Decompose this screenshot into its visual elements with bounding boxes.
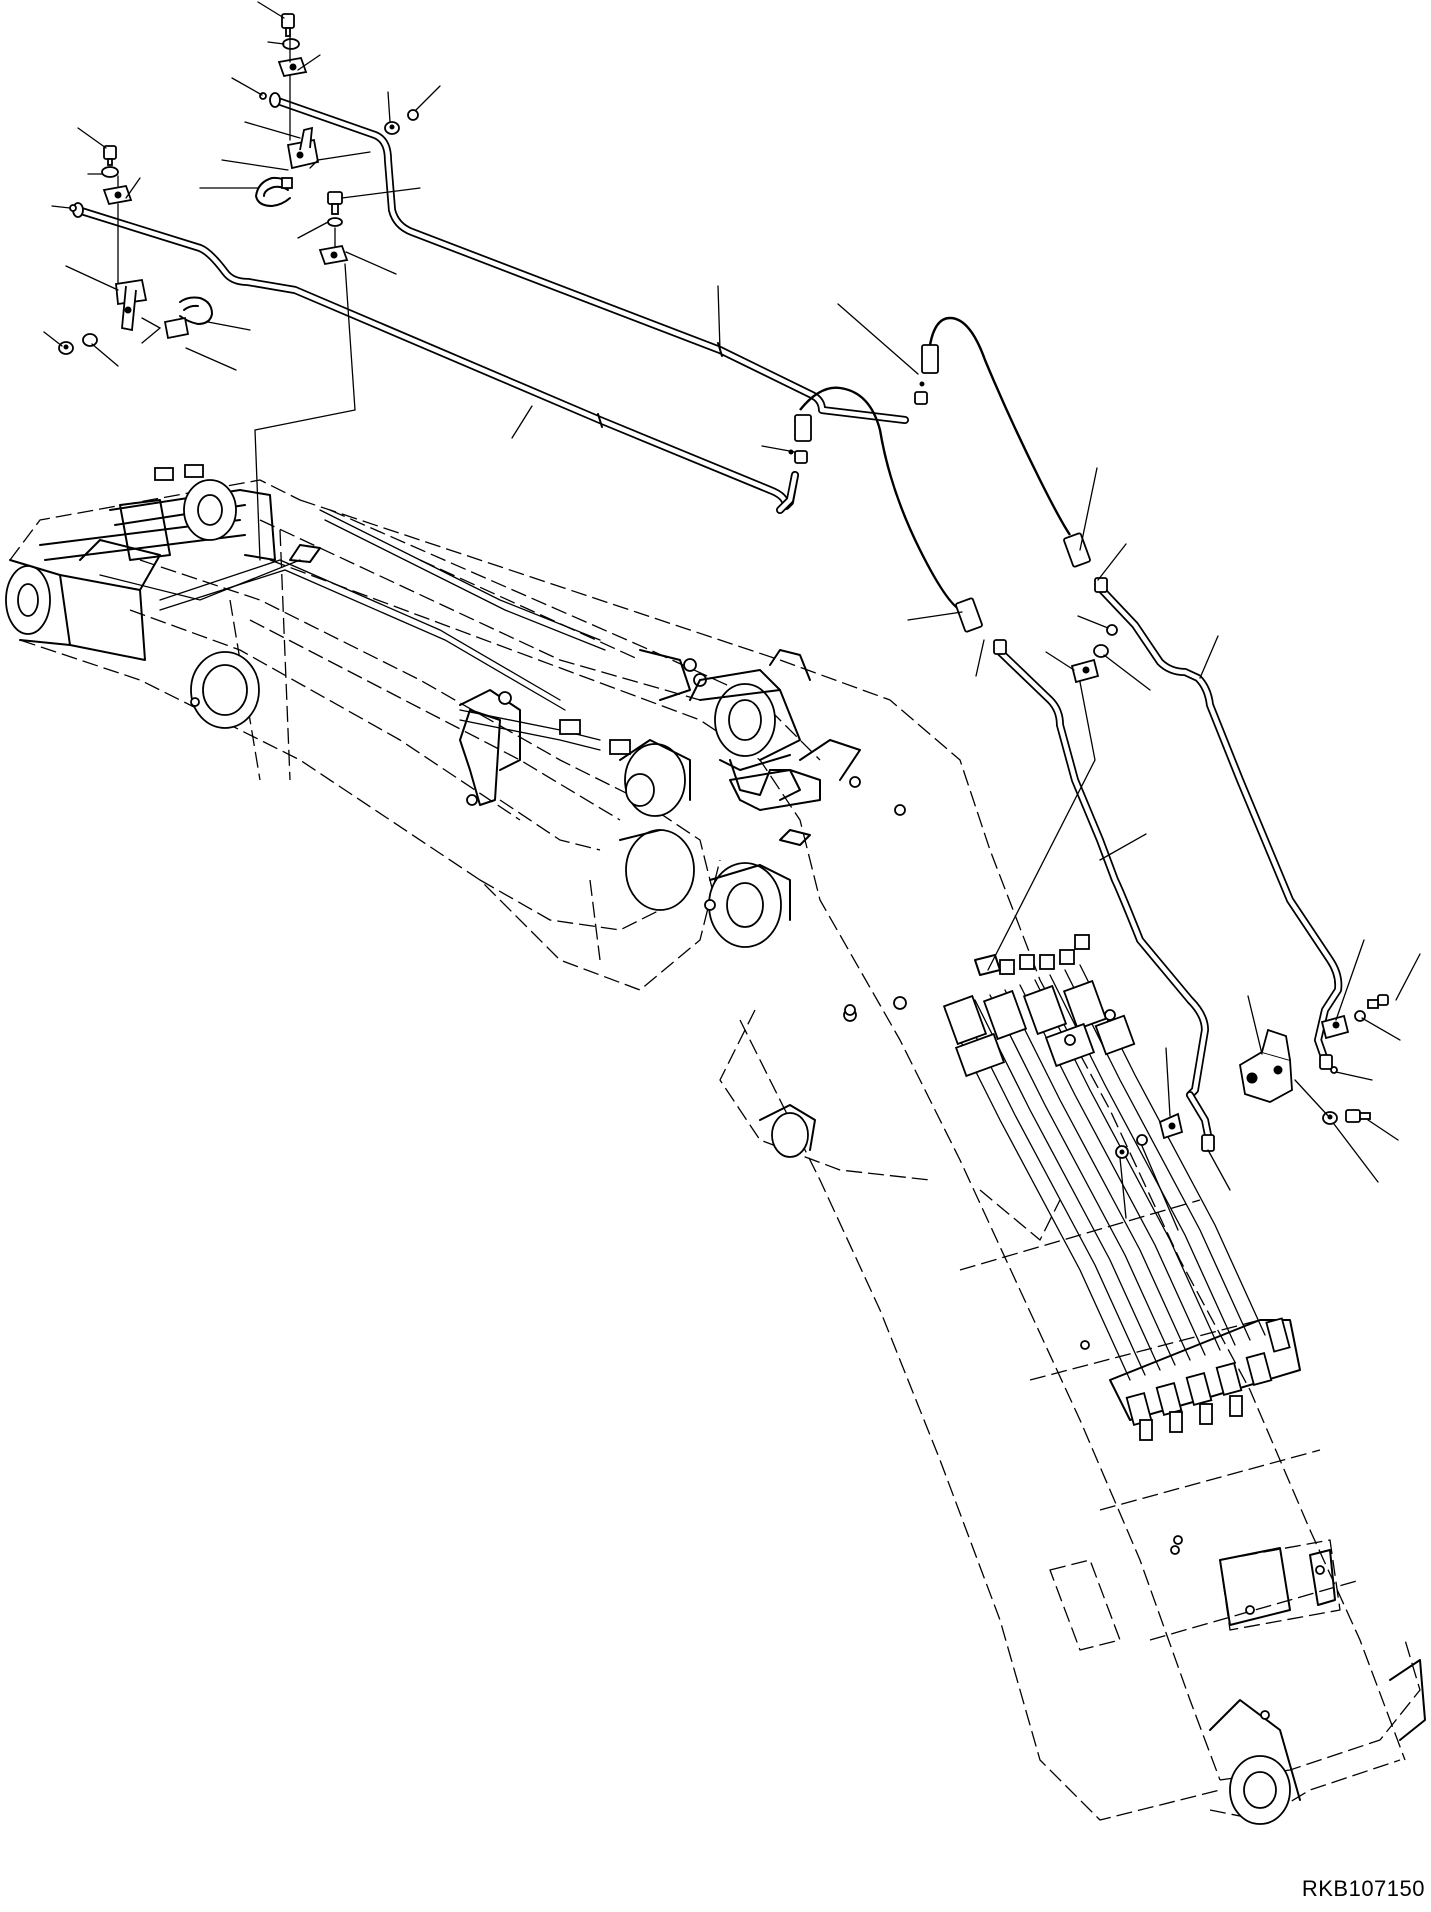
hose-fitting-right-top [914,344,939,405]
boom-outline [269,499,1421,1821]
drawing-code: RKB107150 [1301,1876,1425,1901]
hose-fitting-right-bottom [1063,532,1091,568]
pipe-upper [269,92,909,424]
arm-outline [9,479,821,991]
leader-lines [43,1,1421,1231]
boom-hose-bundle [759,934,1426,1825]
hose-fitting-left-top [788,414,812,464]
clamp-hardware-left [58,145,213,355]
connecting-hoses [788,316,1091,633]
arm-solid-components [5,464,906,948]
hose-fitting-left-bottom [955,597,983,633]
pipe-boom-right [1094,577,1343,1070]
pipe-boom-left [993,639,1215,1152]
pipe-lower [72,202,799,514]
clamp-hardware-right [987,624,1389,1159]
